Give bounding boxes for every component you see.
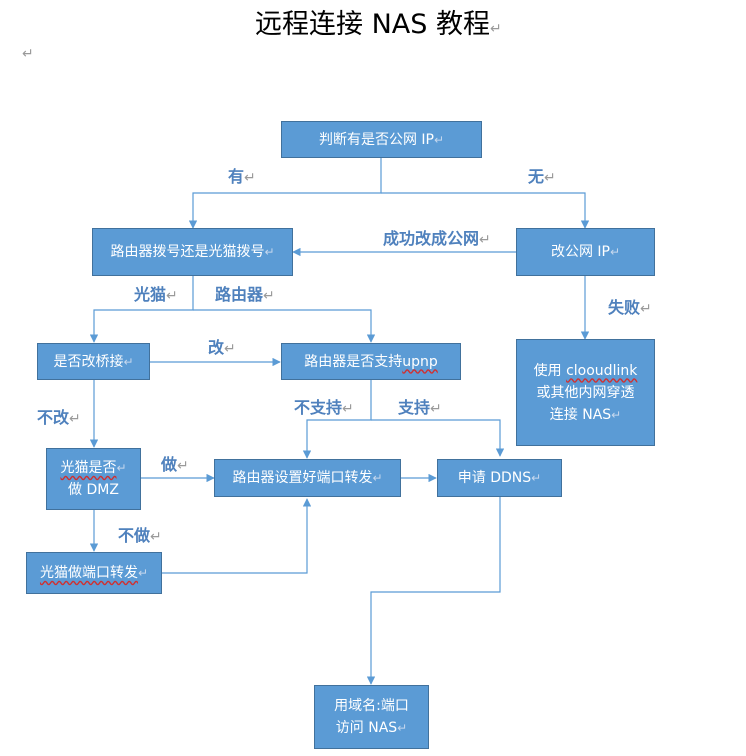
return-mark-icon: ↵ <box>489 21 502 37</box>
label-no-change: 不改↵ <box>37 408 81 427</box>
page-title: 远程连接 NAS 教程↵ <box>255 9 502 40</box>
node-modem-dmz-check: 光猫是否↵ 做 DMZ <box>46 448 141 510</box>
label-changed-success: 成功改成公网↵ <box>383 229 491 248</box>
label-not-do: 不做↵ <box>118 526 162 545</box>
node-router-or-modem-dialing: 路由器拨号还是光猫拨号↵ <box>92 228 293 276</box>
node-change-public-ip: 改公网 IP↵ <box>516 228 655 276</box>
node-apply-ddns: 申请 DDNS↵ <box>437 459 562 497</box>
label-support: 支持↵ <box>398 398 442 417</box>
arrow-upnp-support <box>371 419 505 457</box>
node-upnp-check: 路由器是否支持 upnp <box>281 343 461 380</box>
label-not-support: 不支持↵ <box>294 398 354 417</box>
node-bridge-check: 是否改桥接↵ <box>37 343 150 380</box>
label-has: 有↵ <box>228 167 256 186</box>
node-check-public-ip: 判断有是否公网 IP↵ <box>281 121 482 158</box>
arrow-upnp-not-support <box>302 380 372 459</box>
label-none: 无↵ <box>528 167 556 186</box>
arrow-has-ip <box>188 158 382 229</box>
label-modem: 光猫↵ <box>134 285 178 304</box>
arrow-modem-branch <box>89 276 194 343</box>
arrow-router-branch <box>193 309 376 343</box>
paragraph-mark-icon: ↵ <box>22 46 34 62</box>
node-intranet-penetration: 使用 clooudlink 或其他内网穿透 连接 NAS↵ <box>516 339 655 446</box>
label-fail: 失败↵ <box>608 298 652 317</box>
label-router: 路由器↵ <box>215 285 275 304</box>
label-change: 改↵ <box>208 338 236 357</box>
arrow-modem-forward <box>162 498 312 574</box>
node-modem-port-forward: 光猫做端口转发↵ <box>26 552 162 594</box>
node-router-port-forward: 路由器设置好端口转发↵ <box>214 459 401 497</box>
label-do: 做↵ <box>161 455 189 474</box>
arrow-no-ip <box>381 192 590 229</box>
node-access-nas: 用域名:端口 访问 NAS↵ <box>314 685 429 749</box>
arrow-ddns-to-access <box>366 497 501 685</box>
